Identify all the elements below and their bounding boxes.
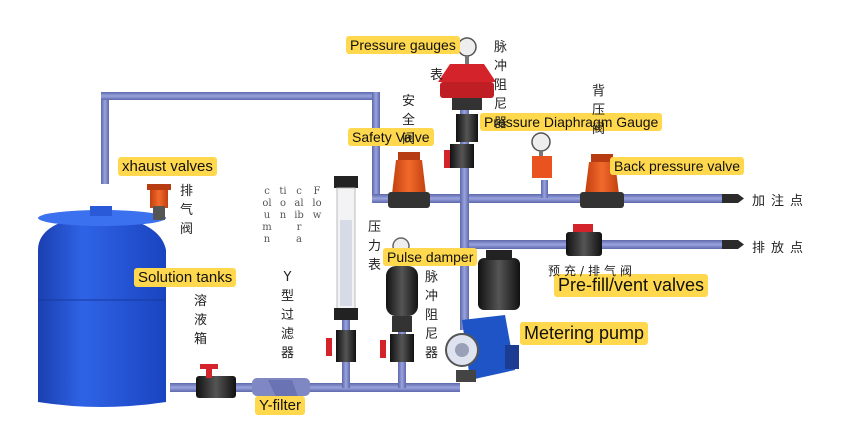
label-pressure-gauges: Pressure gauges bbox=[346, 36, 460, 55]
metering-pump bbox=[445, 250, 520, 382]
label-exhaust-valves: xhaust valves bbox=[118, 157, 217, 177]
calibration-column-word-4: Flow bbox=[312, 186, 322, 221]
zh-back-pressure-valve: 背 压 阀 bbox=[592, 84, 606, 137]
solution-tank bbox=[38, 206, 166, 407]
zh-pulse-damper-top: 脉 冲 阻 尼 器 bbox=[494, 40, 508, 131]
label-solution-tanks: Solution tanks bbox=[134, 268, 237, 288]
zh-discharge-point: 排放点 bbox=[752, 241, 810, 256]
calibration-column-word-1: column bbox=[262, 186, 272, 245]
zh-exhaust-valve: 排 气 阀 bbox=[180, 184, 194, 237]
pre-fill-vent-valve bbox=[566, 224, 602, 256]
label-metering-pump: Metering pump bbox=[520, 322, 649, 345]
zh-injection-point: 加注点 bbox=[752, 194, 810, 209]
label-pulse-damper: Pulse damper bbox=[383, 248, 478, 267]
zh-gauge-char: 表 bbox=[430, 68, 444, 83]
outlet-arrows bbox=[722, 194, 744, 249]
label-safety-valve: Safety Valve bbox=[348, 128, 434, 147]
zh-y-filter: Y 型 过 滤 器 bbox=[281, 270, 295, 361]
suction-ball-valve bbox=[196, 364, 236, 398]
pressure-diaphragm-gauge bbox=[531, 132, 552, 178]
zh-pulse-damper-lower: 脉 冲 阻 尼 器 bbox=[425, 270, 439, 361]
pressure-gauge-top-assembly bbox=[438, 37, 496, 142]
label-y-filter: Y-filter bbox=[255, 396, 305, 416]
label-back-pressure-valve: Back pressure valve bbox=[610, 157, 745, 176]
zh-pressure-gauge: 压 力 表 bbox=[368, 220, 382, 273]
zh-solution-tank: 溶 液 箱 bbox=[194, 294, 208, 347]
calibration-column-word-2: tion bbox=[279, 186, 287, 221]
exhaust-valve bbox=[147, 184, 171, 220]
zh-prefill-vent: 预充/排气阀 bbox=[548, 264, 637, 278]
label-pre-fill-vent-valves: Pre-fill/vent valves bbox=[554, 274, 709, 297]
calibration-column-word-3: calibra bbox=[294, 186, 304, 245]
label-pressure-diaphragm-gauge: Pressure Diaphragm Gauge bbox=[480, 113, 663, 132]
zh-safety-valve: 安 全 阀 bbox=[402, 94, 416, 147]
calibration-column bbox=[326, 176, 358, 362]
safety-valve bbox=[388, 144, 474, 208]
